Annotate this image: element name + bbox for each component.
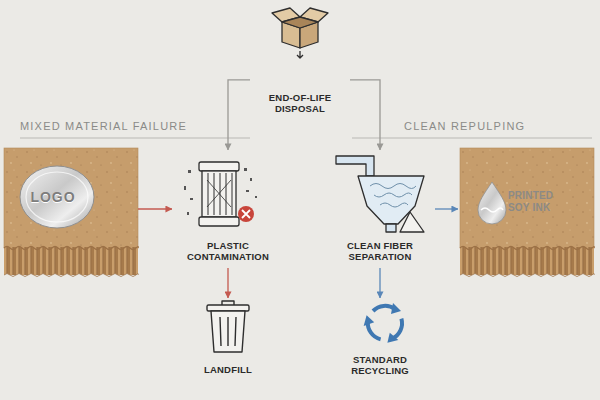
fragment (250, 178, 252, 181)
recycle-arrow (373, 303, 401, 314)
error-mark (238, 206, 254, 222)
ink-drop-logo (478, 182, 506, 224)
recycle-symbol (360, 303, 409, 347)
cardboard-box-icon (272, 8, 328, 58)
fiber-strand (370, 184, 416, 189)
trash-lid (207, 305, 249, 311)
fragment (246, 190, 249, 192)
fragment (188, 170, 191, 173)
node-text: CLEAN FIBER SEPARATION (325, 240, 435, 263)
shredder-top (199, 162, 239, 171)
recycle-head (360, 314, 375, 328)
flow-arrow (435, 208, 458, 209)
shredder-blades (208, 173, 232, 215)
contamination-node: PLASTIC CONTAMINATION (172, 150, 284, 268)
flow-arrow (228, 80, 250, 150)
soy-ink-card-node: PRINTED SOY INK (458, 148, 596, 276)
flow-arrow (138, 208, 172, 209)
ink-wave (481, 208, 503, 212)
shredder-body (202, 171, 236, 217)
flow-arrow (379, 268, 380, 298)
ink-drop (478, 182, 506, 224)
recycle-arrow (385, 317, 409, 347)
foil-card-node: LOGO (4, 148, 138, 276)
node-text: PRINTED SOY INK (508, 190, 566, 214)
error-circle (238, 206, 254, 222)
pulper-icon (336, 156, 424, 232)
shredder-cross (207, 180, 231, 207)
fiber-strand (374, 193, 412, 197)
separation-node: CLEAN FIBER SEPARATION (325, 150, 435, 268)
fragment (184, 186, 186, 190)
box-opening (282, 17, 318, 28)
recycle-arrow (360, 314, 384, 344)
fragment (255, 196, 257, 198)
shredder-bottom (199, 217, 239, 226)
down-arrow-mark (297, 51, 303, 58)
header-rule (20, 138, 250, 139)
recycle-head (385, 333, 400, 347)
node-text: STANDARD RECYCLING (330, 354, 430, 377)
node-text: LOGO (13, 189, 93, 206)
trash-body (211, 311, 245, 352)
feed-pipe (336, 156, 374, 176)
recycling-node: STANDARD RECYCLING (330, 298, 430, 382)
node-text: END-OF-LIFE DISPOSAL (262, 92, 338, 115)
flow-arrow (350, 80, 380, 150)
cardboard-sample (460, 148, 594, 277)
trash-ribs (220, 317, 236, 346)
header-rule (352, 138, 592, 139)
fiber-strand (380, 203, 408, 207)
error-cross (242, 210, 250, 218)
outlet (386, 224, 396, 232)
shredder-icon (199, 162, 239, 226)
cardboard-sample (4, 148, 138, 277)
recycle-head (391, 303, 401, 314)
node-text: PLASTIC CONTAMINATION (172, 240, 284, 263)
flow-arrow (227, 268, 228, 298)
section-header: MIXED MATERIAL FAILURE (20, 120, 250, 132)
fragment (187, 212, 189, 215)
landfill-node: LANDFILL (190, 298, 266, 382)
disposal-node: END-OF-LIFE DISPOSAL (250, 2, 350, 120)
fragment (190, 198, 193, 200)
fragment (244, 168, 247, 171)
separator-cone (400, 212, 424, 232)
section-header: CLEAN REPULPING (404, 120, 594, 132)
trash-can-icon (207, 301, 249, 352)
node-text: LANDFILL (190, 364, 266, 375)
